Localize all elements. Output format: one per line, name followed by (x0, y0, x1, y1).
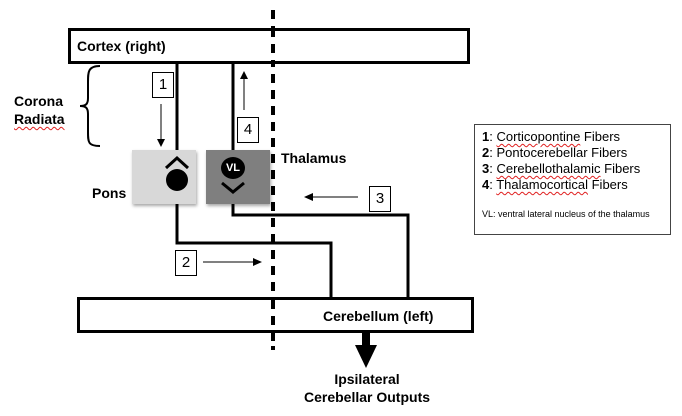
cerebellum-label: Cerebellum (left) (323, 308, 434, 324)
pathway-label-3: 3 (369, 186, 391, 212)
pathway-label-2: 2 (175, 250, 197, 276)
pons-label: Pons (92, 185, 127, 201)
cortex-label: Cortex (right) (77, 38, 166, 54)
cortex-box: Cortex (right) (68, 28, 470, 64)
vl-label: VL (225, 162, 241, 174)
thalamus-label: Thalamus (281, 150, 347, 166)
legend-item: 3: Cerebellothalamic Fibers (482, 161, 641, 176)
legend-note: VL: ventral lateral nucleus of the thala… (482, 209, 650, 219)
pathway-label-1: 1 (152, 72, 174, 98)
legend-item: 2: Pontocerebellar Fibers (482, 145, 628, 160)
legend-item: 1: Corticopontine Fibers (482, 129, 621, 144)
vl-marker: VL (221, 157, 245, 179)
pontocerebellar-fiber (175, 190, 333, 298)
pathway-label-4: 4 (237, 117, 259, 143)
ipsilateral-outputs-label: Ipsilateral Cerebellar Outputs (303, 371, 431, 405)
pons-nucleus (132, 150, 196, 204)
legend-box: 1: Corticopontine Fibers 2: Pontocerebel… (474, 124, 671, 235)
legend-item: 4: Thalamocortical Fibers (482, 177, 628, 192)
corona-radiata-label: Corona Radiata (14, 93, 65, 127)
cerebellum-box: Cerebellum (left) (77, 297, 474, 333)
